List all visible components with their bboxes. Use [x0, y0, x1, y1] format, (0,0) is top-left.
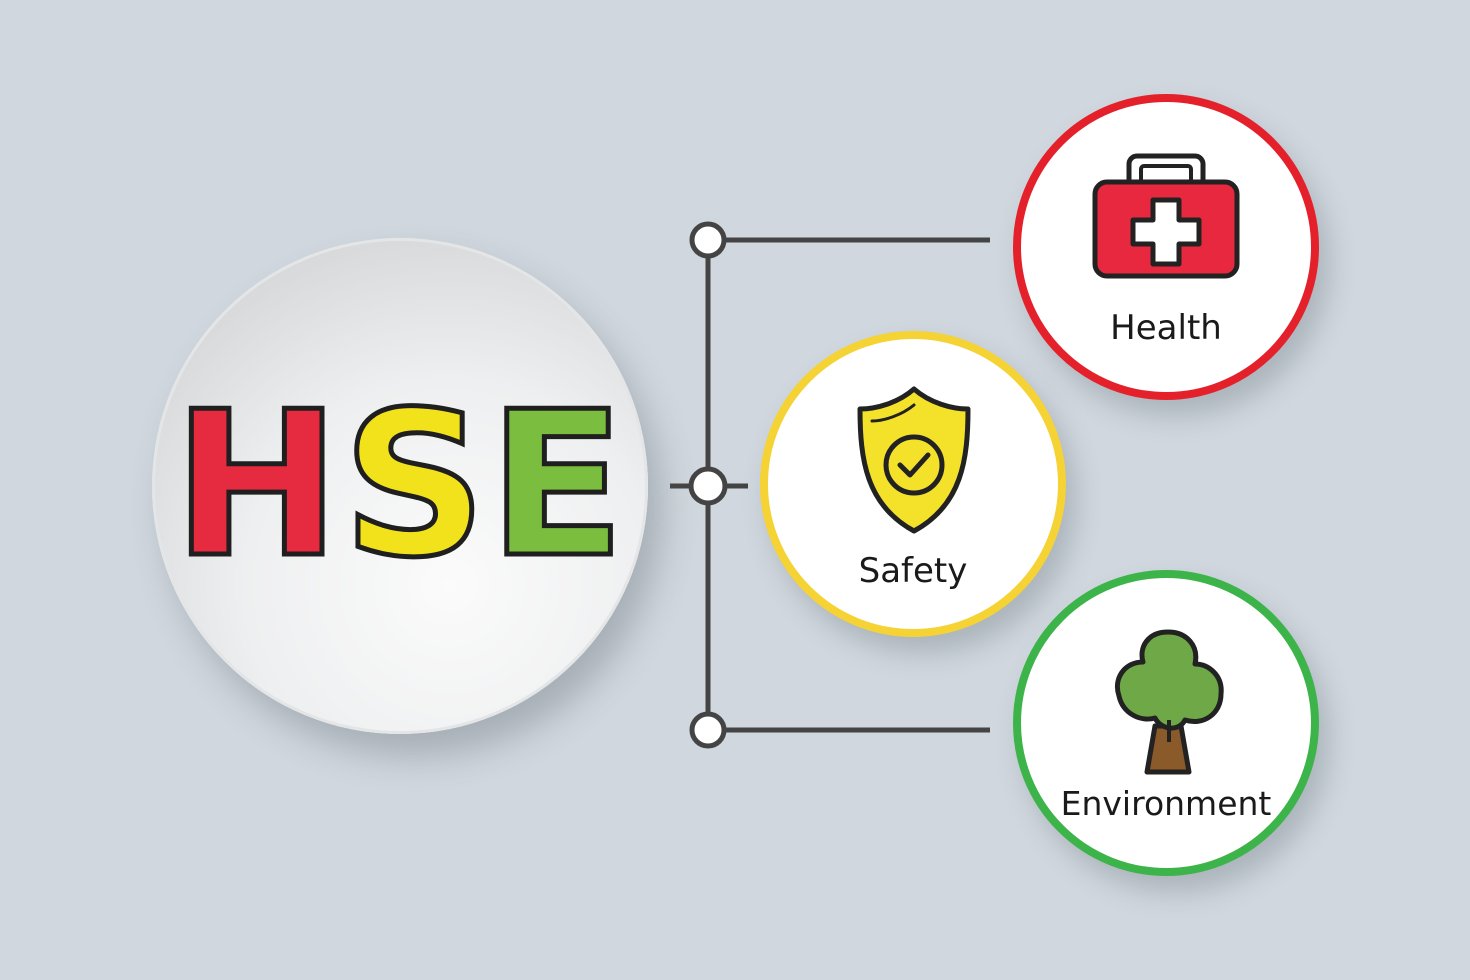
safety-junction-node [688, 466, 728, 506]
first-aid-kit-icon [1092, 153, 1240, 279]
safety-node: Safety [760, 331, 1066, 637]
hse-letter-e: E [486, 369, 628, 602]
health-label: Health [1110, 308, 1222, 348]
hse-letter-h: H [170, 369, 343, 602]
environment-node: Environment [1013, 570, 1319, 876]
tree-icon [1115, 629, 1224, 775]
hse-title: H S E [152, 238, 648, 734]
shield-check-icon [857, 386, 971, 534]
health-junction-node [689, 221, 727, 259]
safety-label: Safety [858, 551, 968, 591]
hse-letter-s: S [340, 369, 489, 602]
environment-junction-node [689, 711, 727, 749]
hse-hub-circle: H S E [152, 238, 648, 734]
environment-label: Environment [1060, 784, 1272, 823]
health-node: Health [1013, 94, 1319, 400]
